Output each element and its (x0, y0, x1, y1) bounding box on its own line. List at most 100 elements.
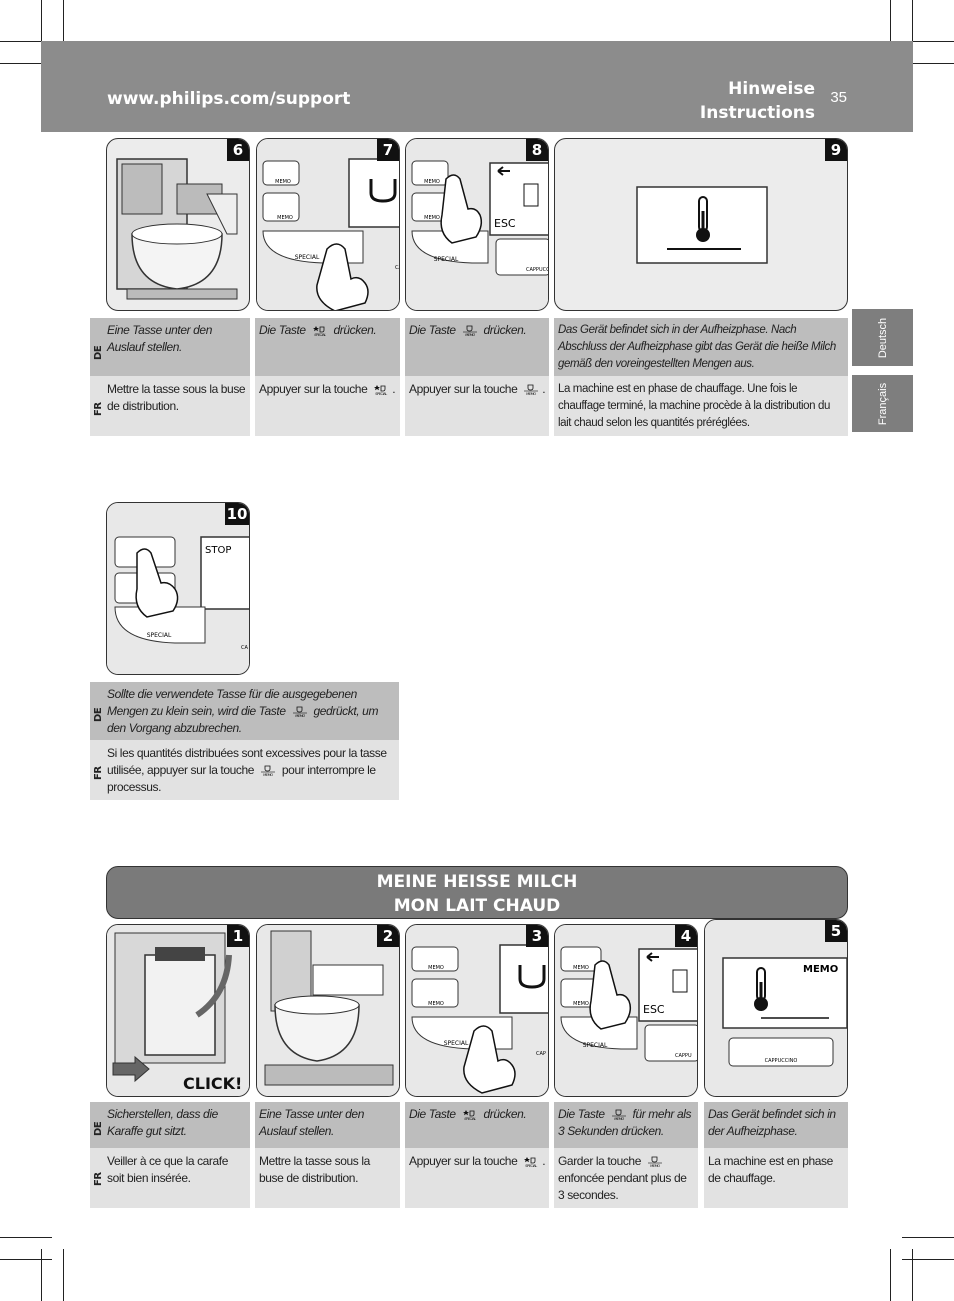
control-panel-stop-illustration: STOP SPECIAL CA (107, 503, 249, 674)
crop-mark (0, 1259, 52, 1260)
svg-text:SPECIAL: SPECIAL (444, 1040, 469, 1047)
special-button-icon: SPECIAL (312, 325, 326, 337)
instruction-de: Die Taste MEMO drücken. (405, 318, 549, 376)
svg-text:CAP: CAP (536, 1051, 546, 1057)
svg-text:MEMO: MEMO (424, 179, 440, 185)
instruction-fr: Mettre la tasse sous la buse de distribu… (255, 1148, 400, 1208)
step-image: CLICK! 1 (106, 924, 250, 1097)
svg-text:MEMO: MEMO (614, 1117, 624, 1121)
control-panel-illustration: MEMO MEMO ESC SPECIAL CAPPUCC (406, 139, 548, 310)
svg-text:MEMO: MEMO (465, 333, 475, 337)
page-header: www.philips.com/support Hinweise Instruc… (41, 41, 913, 132)
svg-text:MEMO: MEMO (275, 179, 291, 185)
step-image: MEMO MEMO SPECIAL CAP 7 (256, 138, 400, 311)
svg-text:MEMO: MEMO (650, 1164, 660, 1168)
instruction-text: drücken. (483, 323, 527, 337)
crop-mark (902, 1237, 954, 1238)
svg-text:MEMO: MEMO (424, 215, 440, 221)
crop-mark (63, 0, 64, 52)
crop-mark (0, 1237, 52, 1238)
lang-label-de: DE (93, 1121, 104, 1136)
title-line-2: Instructions (699, 103, 815, 123)
support-url[interactable]: www.philips.com/support (107, 89, 351, 109)
svg-text:MEMO: MEMO (277, 215, 293, 221)
lang-label-fr: FR (93, 402, 104, 416)
crop-mark (902, 1259, 954, 1260)
svg-text:SPECIAL: SPECIAL (434, 256, 459, 263)
control-panel-illustration: MEMO MEMO SPECIAL CAP (257, 139, 400, 310)
instruction-text: Appuyer sur la touche (409, 1154, 518, 1168)
instruction-fr: FR Mettre la tasse sous la buse de distr… (90, 376, 250, 436)
instruction-text: Eine Tasse unter den Auslauf stellen. (107, 323, 212, 354)
instruction-text: Mettre la tasse sous la buse de distribu… (259, 1154, 370, 1185)
instruction-text: Eine Tasse unter den Auslauf stellen. (259, 1107, 364, 1138)
svg-text:CAPPUCCINO: CAPPUCCINO (765, 1058, 798, 1064)
instruction-text: Si les quantités distribuées sont excess… (107, 746, 387, 777)
step-number: 7 (377, 139, 399, 161)
memo-button-icon: MEMO (611, 1109, 626, 1121)
step-image: MEMO MEMO ESC SPECIAL CAPPU 4 (554, 924, 698, 1097)
step-number: 6 (227, 139, 249, 161)
svg-text:MEMO: MEMO (428, 965, 444, 971)
page-number: 35 (830, 89, 847, 106)
instruction-text: Appuyer sur la touche (259, 382, 368, 396)
special-button-icon: SPECIAL (374, 384, 388, 396)
instruction-de: Das Gerät befindet sich in der Aufheizph… (704, 1102, 848, 1148)
cup-under-spout-illustration (257, 925, 399, 1096)
tab-deutsch[interactable]: Deutsch (852, 309, 913, 366)
heating-display-memo-illustration: MEMO CAPPUCCINO (705, 920, 847, 1096)
crop-mark (902, 41, 954, 42)
step-number: 8 (526, 139, 548, 161)
svg-text:MEMO: MEMO (428, 1001, 444, 1007)
instruction-text: drücken. (333, 323, 377, 337)
heating-display-illustration (636, 186, 768, 264)
svg-text:MEMO: MEMO (573, 965, 589, 971)
svg-text:STOP: STOP (205, 545, 231, 556)
section-banner: MEINE HEISSE MILCH MON LAIT CHAUD (106, 866, 848, 919)
instruction-text: Die Taste (409, 1107, 456, 1121)
instruction-text: Garder la touche (558, 1154, 641, 1168)
instruction-text: Mettre la tasse sous la buse de distribu… (107, 382, 246, 413)
svg-text:MEMO: MEMO (803, 964, 838, 975)
svg-text:SPECIAL: SPECIAL (375, 392, 387, 396)
svg-text:ESC: ESC (494, 217, 516, 230)
crop-mark (41, 0, 42, 52)
svg-text:MEMO: MEMO (573, 1001, 589, 1007)
machine-cup-illustration (116, 158, 238, 300)
instruction-text: gedrückt, um den Vorgang abzubrechen. (107, 704, 379, 735)
instruction-text: Das Gerät befindet sich in der Aufheizph… (558, 324, 836, 370)
instruction-text: La machine est en phase de chauffage. Un… (558, 383, 830, 429)
instruction-text: . (392, 382, 396, 396)
instruction-text: Das Gerät befindet sich in der Aufheizph… (708, 1107, 836, 1138)
banner-title-de: MEINE HEISSE MILCH (376, 872, 578, 892)
instruction-text: Die Taste (558, 1107, 605, 1121)
banner-title-fr: MON LAIT CHAUD (393, 896, 561, 916)
svg-text:CA: CA (241, 645, 248, 651)
instruction-text: Sollte die verwendete Tasse für die ausg… (107, 687, 357, 718)
instruction-text: drücken. (483, 1107, 527, 1121)
step-image: 2 (256, 924, 400, 1097)
title-line-1: Hinweise (728, 79, 815, 99)
step-image: 9 (554, 138, 848, 311)
instruction-text: Sicherstellen, dass die Karaffe gut sitz… (107, 1107, 218, 1138)
step-image: 6 (106, 138, 250, 311)
svg-text:MEMO: MEMO (263, 773, 273, 777)
svg-text:MEMO: MEMO (295, 714, 305, 718)
crop-mark (912, 1249, 913, 1301)
crop-mark (890, 1249, 891, 1301)
tab-francais[interactable]: Français (852, 375, 913, 432)
tab-label: Deutsch (876, 317, 889, 358)
instruction-de: Das Gerät befindet sich in der Aufheizph… (554, 318, 848, 376)
step-image: MEMO MEMO ESC SPECIAL CAPPUCC 8 (405, 138, 549, 311)
svg-text:SPECIAL: SPECIAL (583, 1042, 608, 1049)
instruction-de: DE Sollte die verwendete Tasse für die a… (90, 682, 399, 740)
step-number: 2 (377, 925, 399, 947)
control-panel-illustration: MEMO MEMO SPECIAL CAP (406, 925, 548, 1096)
crop-mark (0, 63, 52, 64)
instruction-de: Die Taste SPECIAL drücken. (255, 318, 400, 376)
svg-text:CAPPU: CAPPU (675, 1053, 692, 1059)
step-number: 4 (675, 925, 697, 947)
instruction-text: . (542, 382, 546, 396)
svg-text:CAP: CAP (395, 265, 400, 271)
step-image: MEMO MEMO SPECIAL CAP 3 (405, 924, 549, 1097)
